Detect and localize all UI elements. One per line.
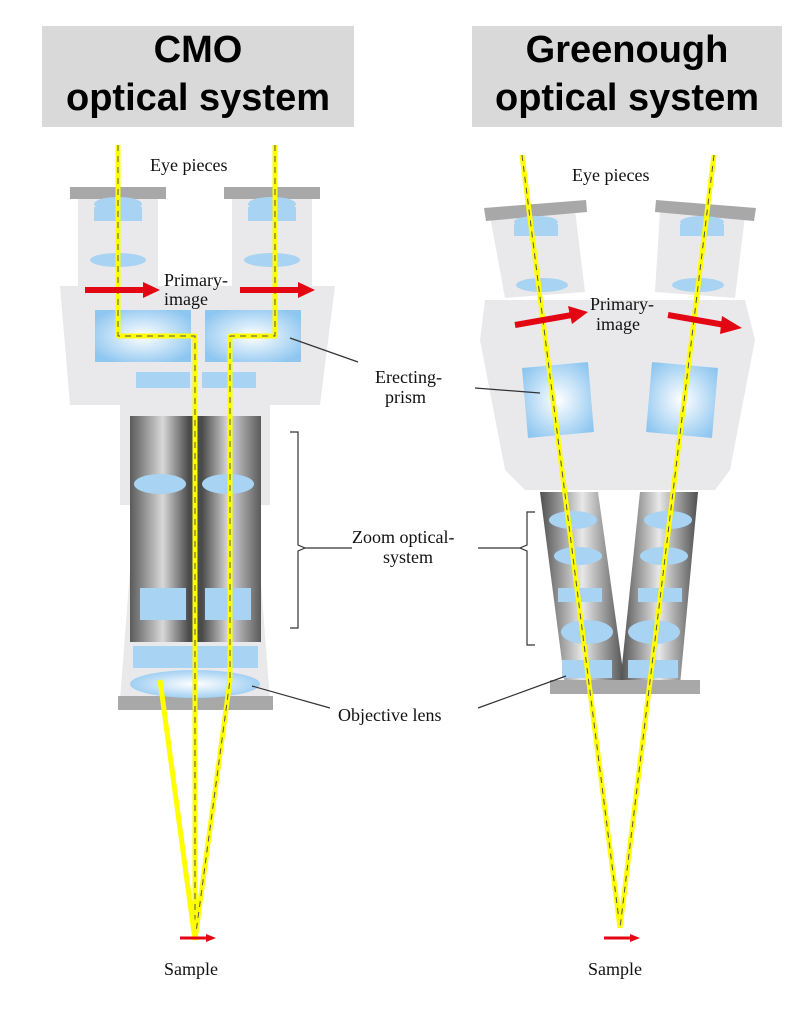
greenough-light-path bbox=[519, 154, 717, 929]
erecting-prism-leader-right bbox=[474, 387, 541, 394]
cmo-title-line-1: CMO bbox=[153, 29, 243, 71]
greenough-title-line-2: optical system bbox=[495, 77, 759, 119]
greenough-primary-arrowhead-right bbox=[720, 316, 742, 334]
cmo-title: CMO optical system bbox=[42, 26, 354, 127]
greenough-primary-image-label-2: image bbox=[596, 314, 640, 334]
cmo-zoom-lens bbox=[134, 474, 186, 494]
zoom-optical-system-label-2: system bbox=[383, 547, 433, 567]
greenough-primary-arrow-left bbox=[514, 312, 573, 328]
erecting-prism-leader-left bbox=[289, 337, 359, 363]
cmo-zoom-lens bbox=[140, 588, 186, 620]
objective-lens-label: Objective lens bbox=[338, 705, 441, 725]
greenough-title-line-1: Greenough bbox=[525, 29, 729, 71]
greenough-microscope bbox=[480, 200, 756, 694]
zoom-optical-system-label-1: Zoom optical- bbox=[352, 527, 454, 547]
cmo-eyepiece-cap-right bbox=[224, 187, 320, 199]
greenough-title: Greenough optical system bbox=[472, 26, 782, 127]
greenough-zoom-lens bbox=[561, 620, 613, 644]
greenough-eyepiece-lens bbox=[514, 224, 558, 236]
greenough-eyepiece-lens bbox=[680, 224, 724, 236]
cmo-primary-arrowhead-right bbox=[298, 282, 315, 298]
zoom-bracket-right bbox=[518, 511, 535, 646]
cmo-ray-left bbox=[115, 145, 198, 940]
callouts bbox=[251, 337, 567, 709]
cmo-relay-lens bbox=[136, 372, 190, 388]
greenough-eyepiece-lens bbox=[516, 278, 568, 292]
greenough-sample-arrowhead bbox=[630, 934, 640, 942]
greenough-eyepiece-tube-left bbox=[490, 210, 585, 298]
cmo-ray-converge bbox=[157, 679, 198, 941]
cmo-sample-label: Sample bbox=[164, 959, 218, 979]
cmo-title-line-2: optical system bbox=[66, 77, 330, 119]
greenough-eyepiece-cap-left bbox=[484, 200, 587, 221]
greenough-sample-label: Sample bbox=[588, 959, 642, 979]
greenough-primary-arrow-right bbox=[667, 312, 726, 328]
cmo-primary-arrowhead-left bbox=[143, 282, 160, 298]
cmo-primary-image-label-1: Primary- bbox=[164, 270, 228, 290]
cmo-eyepiece-lens bbox=[244, 253, 300, 267]
greenough-ray-right-dash bbox=[619, 154, 715, 929]
objective-leader-right bbox=[477, 675, 567, 709]
cmo-primary-image-arrows bbox=[85, 282, 315, 298]
erecting-prism-label-1: Erecting- bbox=[375, 367, 442, 387]
cmo-ray-right-dash bbox=[194, 145, 276, 941]
cmo-primary-image-label-2: image bbox=[164, 289, 208, 309]
greenough-primary-image-arrows bbox=[514, 306, 742, 334]
greenough-primary-arrowhead-left bbox=[568, 306, 588, 324]
greenough-erecting-prism-left bbox=[522, 362, 594, 438]
erecting-prism-label-2: prism bbox=[385, 387, 426, 407]
greenough-eyepieces-label: Eye pieces bbox=[572, 165, 649, 185]
cmo-eyepieces-label: Eye pieces bbox=[150, 155, 227, 175]
greenough-ray-left-dash bbox=[521, 154, 621, 929]
cmo-sample-arrowhead bbox=[206, 934, 216, 942]
greenough-primary-image-label-1: Primary- bbox=[590, 294, 654, 314]
zoom-bracket-left bbox=[290, 431, 307, 629]
objective-leader-left bbox=[251, 685, 331, 709]
cmo-light-path bbox=[115, 145, 278, 941]
greenough-objective-plate bbox=[550, 680, 700, 694]
greenough-zoom-lens bbox=[554, 547, 602, 565]
cmo-eyepiece-lens bbox=[248, 207, 296, 221]
greenough-zoom-lens bbox=[549, 511, 597, 529]
